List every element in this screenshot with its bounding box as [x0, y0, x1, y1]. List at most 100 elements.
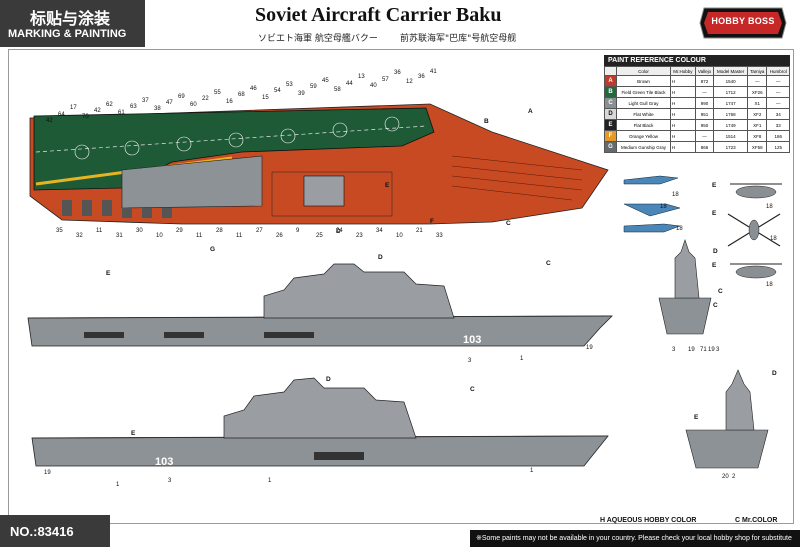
section-header: 标贴与涂装 MARKING & PAINTING	[0, 0, 145, 47]
paint-color-name: Orange Yellow	[616, 130, 671, 142]
front-island	[674, 239, 700, 299]
paint-letter: D	[604, 108, 617, 120]
paint-color-name: Flat White	[616, 108, 671, 120]
callout-number: 41	[430, 69, 437, 75]
elevator-circle	[332, 122, 348, 138]
callout-number: 46	[250, 85, 257, 92]
paint-mrhobby: H	[669, 141, 696, 153]
callout-number: 32	[76, 233, 83, 239]
heli-top	[748, 219, 760, 241]
page-subtitle-cn: 前苏联海军"巴库"号航空母舰	[400, 34, 517, 44]
color-letter: D	[772, 370, 777, 377]
paint-modelmaster: 1723	[713, 141, 749, 153]
paint-modelmaster: 1747	[713, 97, 749, 109]
color-letter: E	[385, 182, 390, 189]
callout-number: 19	[708, 347, 715, 353]
callout-number: 15	[262, 94, 269, 101]
paint-modelmaster: 1768	[713, 108, 749, 120]
paint-tamiya: XF58	[747, 141, 768, 153]
callout-number: 26	[276, 233, 283, 239]
callout-number: 10	[396, 233, 403, 239]
paint-letter: G	[604, 141, 617, 153]
paint-modelmaster: 1749	[713, 119, 749, 131]
legend-hobby-label: AQUEOUS HOBBY COLOR	[606, 517, 697, 524]
paint-vallejo: 950	[694, 119, 715, 131]
callout-number: 19	[586, 345, 593, 351]
paint-humbrol: 186	[766, 130, 790, 142]
color-letter: E	[712, 182, 717, 189]
color-letter: A	[528, 108, 533, 115]
callout-number: 29	[176, 228, 183, 234]
island-detail	[271, 171, 393, 217]
rear-hull	[685, 429, 769, 469]
paint-reference-table: PAINT REFERENCE COLOUR Color Mr.Hobby Va…	[604, 55, 790, 153]
deck-gray-section	[121, 155, 263, 209]
upper-hull	[27, 315, 613, 347]
callout-number: 36	[418, 74, 425, 80]
upper-superstructure	[263, 263, 455, 319]
paint-table: Color Mr.Hobby Vallejo Model Master Tami…	[604, 66, 790, 153]
callout-number: 18	[766, 282, 773, 288]
front-hull	[658, 297, 712, 335]
callout-number: 53	[286, 82, 293, 88]
paint-vallejo: —	[694, 86, 715, 98]
callout-number: 3	[168, 478, 172, 484]
legend-mr: C Mr.COLOR	[735, 517, 777, 524]
elevator-circle	[176, 136, 192, 152]
paint-color-name: Field Green Tile Black	[616, 86, 671, 98]
col-color: Color	[616, 66, 671, 76]
callout-number: 23	[356, 233, 363, 239]
callout-number: 69	[178, 93, 185, 100]
callout-number: 13	[358, 74, 365, 81]
ka27-helicopters	[727, 183, 782, 279]
paint-tamiya: XF26	[747, 86, 768, 98]
color-letter: D	[378, 254, 383, 261]
paint-vallejo: 990	[694, 97, 715, 109]
legend-hobby: H AQUEOUS HOBBY COLOR	[600, 517, 696, 524]
callout-number: 3	[672, 347, 676, 353]
lower-port-opening	[314, 452, 364, 460]
kit-number-block: NO.:83416	[0, 515, 110, 547]
paint-humbrol: —	[766, 86, 790, 98]
paint-mrhobby: H	[669, 75, 696, 87]
callout-number: 11	[236, 233, 243, 239]
callout-number: 64	[58, 111, 65, 118]
availability-note: ※Some paints may not be available in you…	[470, 530, 800, 547]
col-tamiya: Tamiya	[747, 66, 768, 76]
callout-number: 71	[700, 347, 707, 353]
callout-number: 18	[672, 192, 679, 198]
color-letter: C	[718, 288, 723, 295]
color-letter: B	[484, 118, 489, 125]
callout-number: 59	[310, 84, 317, 91]
elevator-circle	[124, 140, 140, 156]
side-profile-upper	[27, 263, 613, 347]
callout-number: 1	[530, 468, 534, 474]
callout-number: 37	[142, 97, 149, 104]
callout-number: 58	[334, 86, 341, 93]
color-letter: D	[713, 248, 718, 255]
callout-number: 1	[268, 478, 272, 484]
callout-number: 61	[118, 110, 125, 117]
callout-number: 57	[382, 76, 389, 83]
callout-number: 16	[226, 98, 233, 105]
paint-humbrol: —	[766, 97, 790, 109]
paint-modelmaster: 1514	[713, 130, 749, 142]
callout-number: 34	[376, 228, 383, 234]
page-title: Soviet Aircraft Carrier Baku	[255, 4, 502, 26]
paint-color-name: Light Gull Gray	[616, 97, 671, 109]
callout-number: 19	[44, 470, 51, 476]
paint-humbrol: 125	[766, 141, 790, 153]
color-letter: E	[131, 430, 136, 437]
paint-mrhobby: H	[669, 97, 696, 109]
paint-letter: C	[604, 97, 617, 109]
callout-number: 27	[256, 228, 263, 234]
callout-number: 18	[660, 204, 667, 210]
callout-number: 24	[336, 228, 343, 234]
color-letter: C	[713, 302, 718, 309]
paint-tamiya: XF1	[747, 119, 768, 131]
callout-number: 54	[274, 88, 281, 95]
lower-superstructure	[223, 377, 417, 439]
callout-number: 70	[82, 114, 89, 121]
